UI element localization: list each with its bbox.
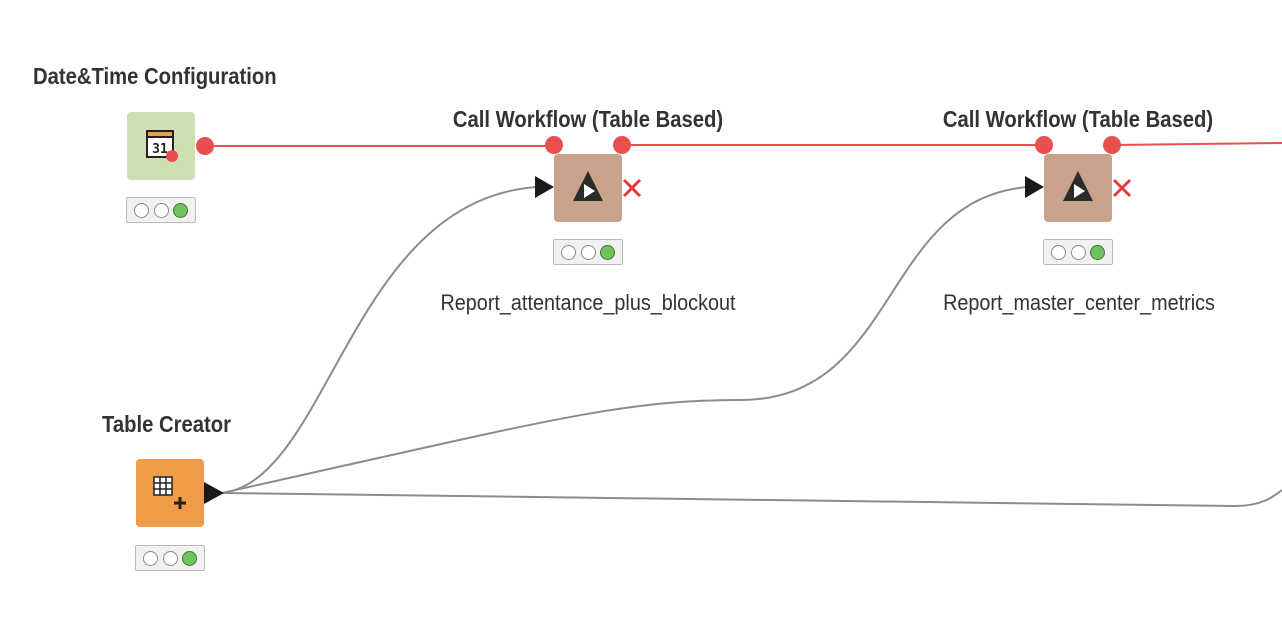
node-status-lights [135,545,205,571]
status-light-green [599,244,615,260]
table-grid-plus-icon [153,476,186,509]
play-triangle-icon [573,171,603,201]
flow-variable-input-port[interactable] [1035,136,1053,154]
calendar-icon-day: 31 [152,142,168,157]
datetime-configuration-node[interactable]: 31 [127,112,195,180]
data-connection[interactable] [221,186,1028,494]
calendar-icon: 31 [146,130,178,162]
status-light-green [181,550,197,566]
status-light [153,202,169,218]
flow-variable-output-port[interactable] [613,136,631,154]
node-title-call-workflow-2: Call Workflow (Table Based) [942,106,1214,132]
flow-variable-connection[interactable] [1111,142,1282,146]
error-x-icon [1112,178,1132,198]
data-input-port-icon[interactable] [535,176,555,198]
status-light [1070,244,1086,260]
error-x-icon [622,178,642,198]
status-light [162,550,178,566]
data-connection[interactable] [221,489,1282,508]
data-input-port-icon[interactable] [1025,176,1045,198]
node-title-call-workflow-1: Call Workflow (Table Based) [452,106,724,132]
status-light-green [172,202,188,218]
status-light [134,202,150,218]
data-connection[interactable] [221,186,538,494]
node-title-table-creator: Table Creator [102,411,231,437]
node-status-lights [553,239,623,265]
node-title-datetime-configuration: Date&Time Configuration [33,63,277,89]
node-label-call-workflow-2: Report_master_center_metrics [943,290,1215,315]
call-workflow-node-2[interactable] [1044,154,1112,222]
status-light-green [1089,244,1105,260]
node-status-lights [126,197,196,223]
data-output-port-icon[interactable] [204,482,226,504]
play-triangle-icon [1063,171,1093,201]
status-light [1051,244,1067,260]
flow-variable-input-port[interactable] [545,136,563,154]
status-light [561,244,577,260]
node-status-lights [1043,239,1113,265]
status-light [580,244,596,260]
node-label-call-workflow-1: Report_attentance_plus_blockout [440,290,736,315]
flow-variable-output-port[interactable] [1103,136,1121,154]
call-workflow-node-1[interactable] [554,154,622,222]
table-creator-node[interactable] [136,459,204,527]
flow-variable-output-port[interactable] [196,137,214,155]
status-light [143,550,159,566]
